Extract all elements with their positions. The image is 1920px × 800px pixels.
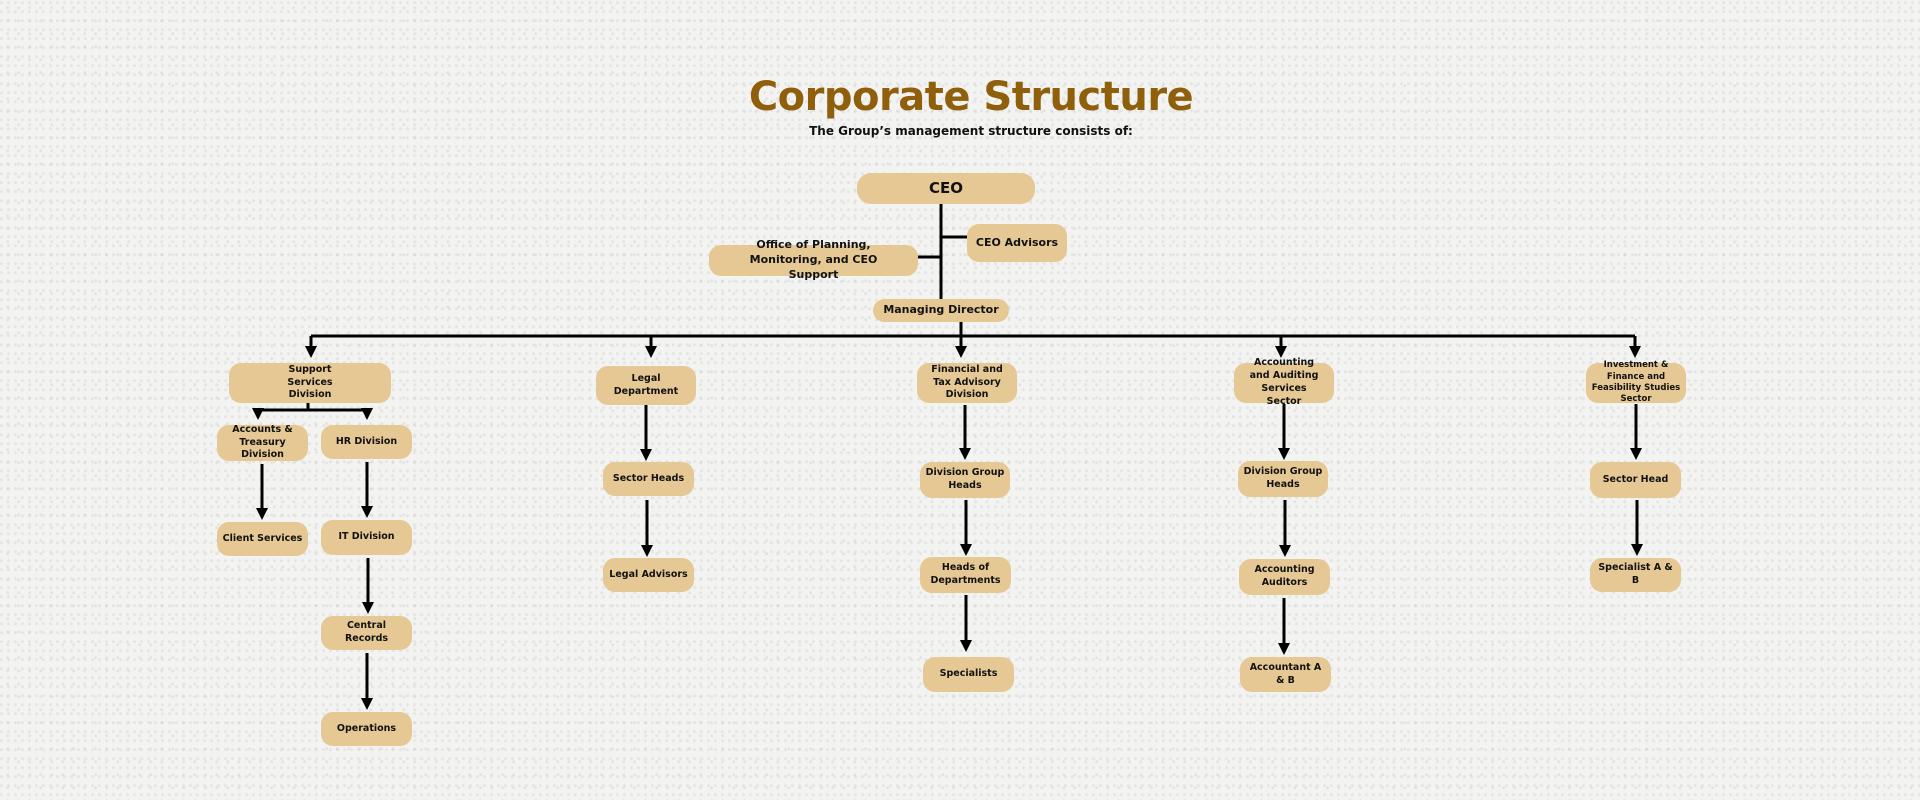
node-it-division: IT Division <box>321 520 412 555</box>
node-sector-head: Sector Head <box>1590 462 1681 498</box>
node-financial-tax: Financial and Tax Advisory Division <box>917 363 1017 403</box>
node-managing-director: Managing Director <box>873 299 1009 322</box>
node-legal-department: Legal Department <box>596 366 696 405</box>
node-specialists: Specialists <box>923 657 1014 692</box>
page-subtitle: The Group’s management structure consist… <box>809 124 1133 138</box>
node-accounts-treasury: Accounts & Treasury Division <box>217 424 308 461</box>
node-accounting-auditing: Accounting and Auditing Services Sector <box>1234 357 1334 407</box>
node-specialist-a-b: Specialist A & B <box>1590 558 1681 592</box>
node-client-services: Client Services <box>217 522 308 556</box>
node-acc-division-group-heads: Division Group Heads <box>1238 461 1328 497</box>
node-heads-of-departments: Heads of Departments <box>920 557 1011 593</box>
node-fin-division-group-heads: Division Group Heads <box>920 462 1010 498</box>
node-central-records: Central Records <box>321 616 412 650</box>
node-operations: Operations <box>321 712 412 746</box>
node-investment-finance: Investment & Finance and Feasibility Stu… <box>1586 360 1686 404</box>
node-hr-division: HR Division <box>321 425 412 459</box>
node-sector-heads: Sector Heads <box>603 462 694 496</box>
node-legal-advisors: Legal Advisors <box>603 558 694 592</box>
node-accounting-auditors: Accounting Auditors <box>1239 559 1330 595</box>
page-title: Corporate Structure <box>748 74 1194 120</box>
node-support-services: Support Services Division <box>229 363 391 403</box>
node-ceo: CEO <box>857 173 1035 204</box>
node-accountant-a-b: Accountant A & B <box>1240 657 1331 692</box>
node-office-planning: Office of Planning, Monitoring, and CEO … <box>709 238 918 281</box>
node-ceo-advisors: CEO Advisors <box>967 224 1067 262</box>
